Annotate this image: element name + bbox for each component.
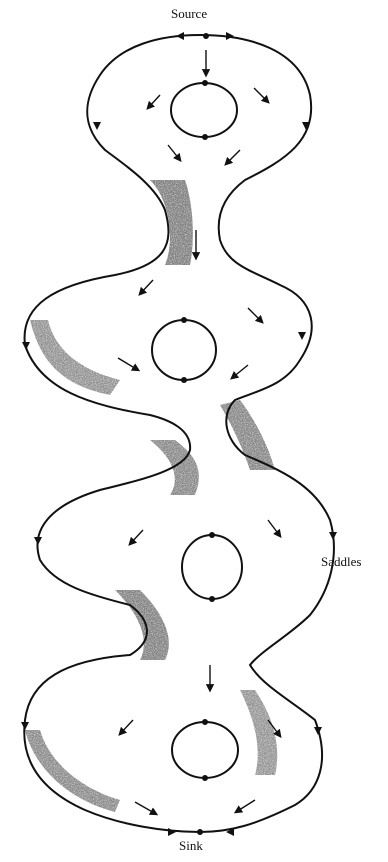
sink-label: Sink	[179, 838, 203, 854]
hole-1	[171, 83, 237, 137]
boundary-arrow	[34, 537, 42, 545]
shade-left-bulge-1	[30, 320, 120, 395]
sink-point	[197, 829, 203, 835]
flow-arrow	[148, 95, 160, 108]
saddle-point	[202, 775, 208, 781]
saddle-point	[181, 317, 187, 323]
boundary-arrow	[314, 727, 322, 735]
boundary-arrow	[298, 332, 306, 340]
boundary-arrow	[168, 828, 176, 836]
hole-2	[152, 320, 216, 380]
hole-4	[172, 722, 238, 778]
source-label: Source	[171, 6, 207, 22]
flow-arrow	[236, 800, 255, 812]
shade-neck-1	[150, 180, 193, 265]
boundary-arrow	[176, 32, 184, 40]
flow-arrow	[232, 365, 248, 378]
flow-arrow	[118, 358, 138, 370]
source-point	[203, 33, 209, 39]
saddles-label: Saddles	[321, 554, 361, 570]
saddle-point	[209, 532, 215, 538]
shade-left-neck-4	[115, 590, 169, 660]
flow-arrow	[226, 150, 240, 164]
boundary-arrow	[226, 32, 234, 40]
saddle-point	[202, 719, 208, 725]
flow-arrow	[140, 280, 153, 294]
flow-arrow	[268, 520, 280, 536]
boundary-arrow	[93, 122, 101, 130]
saddle-point	[209, 596, 215, 602]
boundary-arrow	[22, 342, 30, 350]
surface-outline	[24, 35, 334, 832]
surface-shading	[25, 180, 277, 812]
boundary-arrow	[329, 532, 337, 540]
boundary-arrow	[21, 722, 29, 730]
saddle-point	[202, 134, 208, 140]
hole-3	[182, 535, 242, 599]
flow-arrow	[135, 802, 156, 814]
flow-arrow	[130, 530, 143, 544]
flow-arrow	[168, 145, 180, 160]
flow-arrow	[248, 308, 262, 322]
shade-bottom-right	[240, 690, 277, 775]
flow-arrow	[120, 720, 133, 734]
saddle-point	[181, 377, 187, 383]
saddle-point	[202, 80, 208, 86]
flow-arrow	[254, 88, 268, 102]
shade-bottom-lobe	[25, 730, 120, 812]
